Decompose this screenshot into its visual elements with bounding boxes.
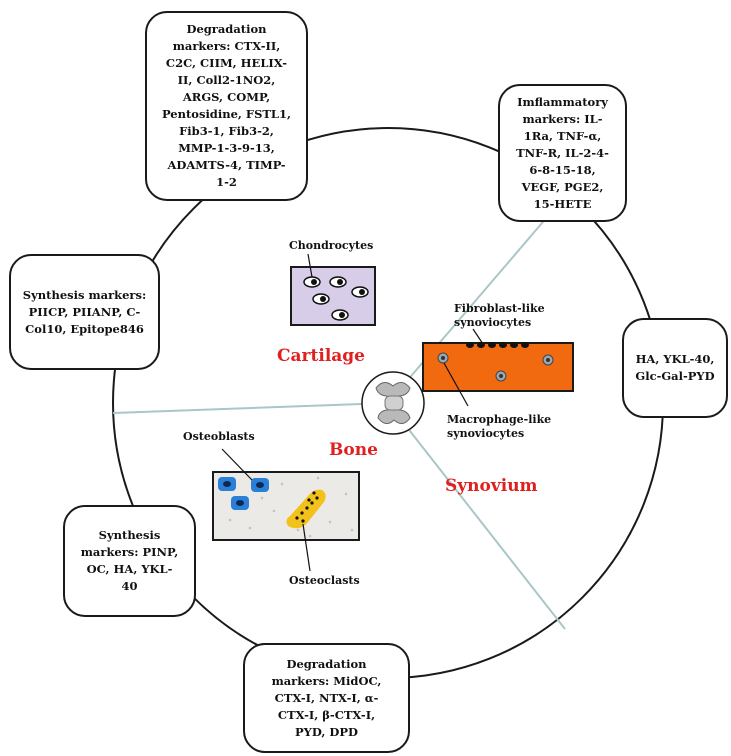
chondrocytes-pointer <box>307 253 313 278</box>
osteoblast-cell <box>251 478 269 492</box>
chondrocytes-label: Chondrocytes <box>289 239 374 252</box>
fibroblast-label-line: Fibroblast-like <box>454 302 545 315</box>
box-text: Degradation markers: MidOC, CTX-I, NTX-I… <box>271 656 382 739</box>
synovium-tissue <box>422 328 574 407</box>
macrophage-label-line: synoviocytes <box>447 427 525 440</box>
bone-tissue <box>212 448 360 572</box>
osteoblast-cell <box>218 477 236 491</box>
divider-cartilage-bone <box>112 402 389 414</box>
box-text: HA, YKL-40, Glc-Gal-PYD <box>635 352 715 383</box>
chondrocyte-cell <box>331 309 349 321</box>
cartilage-synthesis-markers-box: Synthesis markers: PIICP, PIIANP, C- Col… <box>9 254 160 370</box>
cartilage-tissue <box>290 253 376 326</box>
osteoblast-cell <box>231 496 249 510</box>
divider-cartilage-synovium <box>387 194 567 404</box>
fibroblast-label-line: synoviocytes <box>454 316 532 329</box>
osteoblasts-label: Osteoblasts <box>183 430 255 443</box>
inflammatory-markers-box: Imflammatory markers: IL- 1Ra, TNF-α, TN… <box>498 84 627 222</box>
box-text: Imflammatory markers: IL- 1Ra, TNF-α, TN… <box>516 94 609 211</box>
chondrocyte-cell <box>329 276 347 288</box>
synovium-markers-box: HA, YKL-40, Glc-Gal-PYD <box>622 318 728 418</box>
macrophage-cell <box>495 370 507 382</box>
box-text: Synthesis markers: PIICP, PIIANP, C- Col… <box>22 287 147 336</box>
osteoclast-cell <box>286 489 326 529</box>
box-text: Synthesis markers: PINP, OC, HA, YKL- 40 <box>80 528 179 593</box>
cartilage-degradation-markers-box: Degradation markers: CTX-II, C2C, CIIM, … <box>145 11 308 201</box>
macrophage-cell <box>437 352 449 364</box>
chondrocyte-cell <box>312 293 330 305</box>
macrophage-pointer <box>443 362 469 407</box>
synovium-region-label: Synovium <box>445 476 538 496</box>
chondrocyte-cell <box>351 286 369 298</box>
cartilage-region-label: Cartilage <box>277 346 365 366</box>
osteoblast-pointer <box>221 448 253 481</box>
bone-region-label: Bone <box>329 440 378 460</box>
bone-synthesis-markers-box: Synthesis markers: PINP, OC, HA, YKL- 40 <box>63 505 196 617</box>
fibroblast-pointer <box>472 328 484 345</box>
fibroblast-cells <box>466 342 529 348</box>
macrophage-label-line: Macrophage-like <box>447 413 552 426</box>
chondrocyte-cell <box>303 276 321 288</box>
osteoclast-pointer <box>302 523 311 572</box>
macrophage-cell <box>542 354 554 366</box>
box-text: Degradation markers: CTX-II, C2C, CIIM, … <box>161 22 292 189</box>
osteoclasts-label: Osteoclasts <box>289 574 360 587</box>
divider-bone-synovium <box>387 402 566 630</box>
bone-degradation-markers-box: Degradation markers: MidOC, CTX-I, NTX-I… <box>243 643 410 753</box>
joint-icon <box>361 371 425 435</box>
fibroblast-like-synoviocytes-label: Fibroblast-like synoviocytes <box>454 302 545 330</box>
macrophage-like-synoviocytes-label: Macrophage-like synoviocytes <box>447 413 551 441</box>
